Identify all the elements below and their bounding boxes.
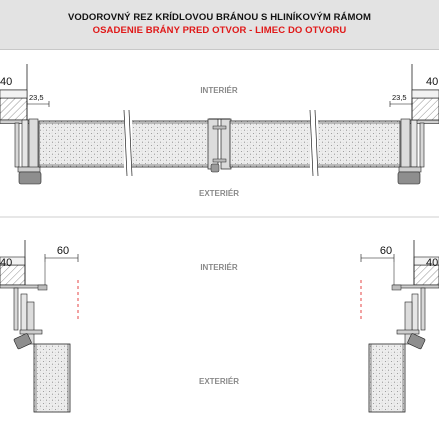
interior-label-bottom: INTERIÉR	[200, 263, 238, 272]
frame-dim-right-label: 23,5	[392, 93, 407, 102]
wall-dim-left-bottom: 40	[0, 257, 12, 269]
offset-dim-left-label: 60	[57, 245, 69, 257]
wall-dim-right-bottom: 40	[426, 257, 438, 269]
interior-label-top: INTERIÉR	[200, 86, 238, 95]
drawing-title: VODOROVNÝ REZ KRÍDLOVOU BRÁNOU S HLINÍKO…	[67, 12, 372, 23]
break-line-top-right	[309, 109, 319, 177]
wall-left-bottom	[0, 240, 26, 286]
title-block: VODOROVNÝ REZ KRÍDLOVOU BRÁNOU S HLINÍKO…	[0, 0, 439, 50]
door-leaf-right-bottom	[368, 343, 406, 413]
top-section: 40 23,5	[0, 64, 439, 198]
drawing-subtitle: OSADENIE BRÁNY PRED OTVOR - LIMEC DO OTV…	[92, 25, 347, 36]
bottom-section: 40 60	[0, 240, 439, 413]
frame-profile-right-bottom	[391, 284, 439, 350]
wall-right-top	[411, 64, 439, 121]
wall-dim-left: 40	[0, 76, 12, 88]
offset-dim-right	[360, 254, 395, 285]
offset-dim-right-label: 60	[380, 245, 392, 257]
frame-dim-left-label: 23,5	[29, 93, 44, 102]
frame-profile-left-bottom	[0, 284, 48, 350]
frame-dim-left	[26, 101, 50, 107]
wall-left-top	[0, 64, 28, 121]
door-leaf-left-bottom	[33, 343, 71, 413]
exterior-label-top: EXTERIÉR	[199, 189, 239, 198]
frame-dim-right	[389, 101, 413, 107]
center-profile	[207, 118, 232, 173]
break-line-top-left	[123, 109, 133, 177]
wall-dim-right: 40	[426, 76, 438, 88]
exterior-label-bottom: EXTERIÉR	[199, 377, 239, 386]
offset-dim-left	[44, 254, 79, 285]
frame-profile-right	[397, 118, 439, 185]
frame-profile-left	[0, 118, 42, 185]
